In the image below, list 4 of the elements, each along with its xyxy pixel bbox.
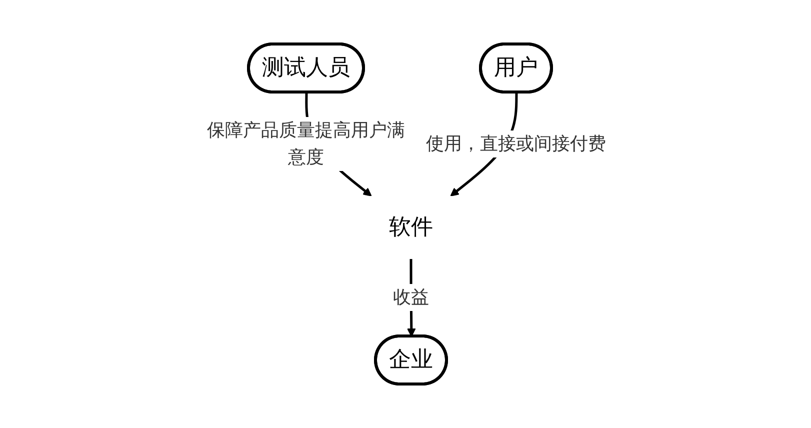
edge-label: 使用，直接或间接付费: [426, 134, 606, 154]
node-text: 软件: [388, 215, 432, 240]
edge-label: 保障产品质量提高用户满意度: [206, 120, 404, 168]
edge-label: 收益: [392, 287, 428, 308]
